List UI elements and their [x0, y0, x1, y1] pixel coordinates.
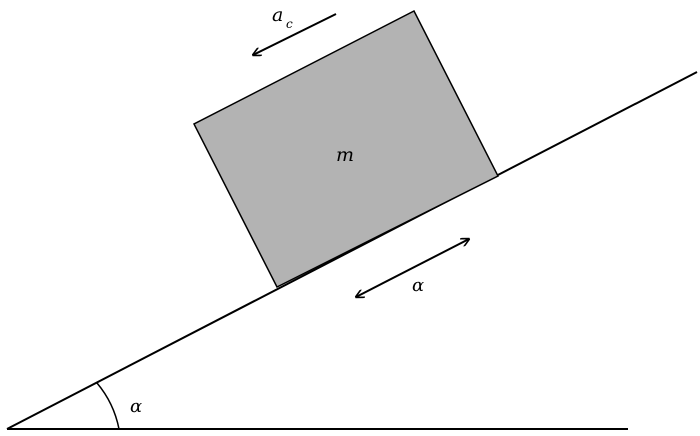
- incline-line: [6, 71, 698, 430]
- incline-double-arrow: [356, 239, 469, 297]
- acceleration-arrow: [253, 13, 337, 55]
- acceleration-subscript: c: [286, 17, 293, 31]
- angle-arc: [96, 382, 120, 430]
- incline-direction-label: α: [412, 275, 424, 296]
- block: [192, 9, 500, 289]
- mass-label: m: [336, 144, 354, 166]
- acceleration-label: a: [272, 4, 283, 26]
- angle-label: α: [130, 396, 142, 417]
